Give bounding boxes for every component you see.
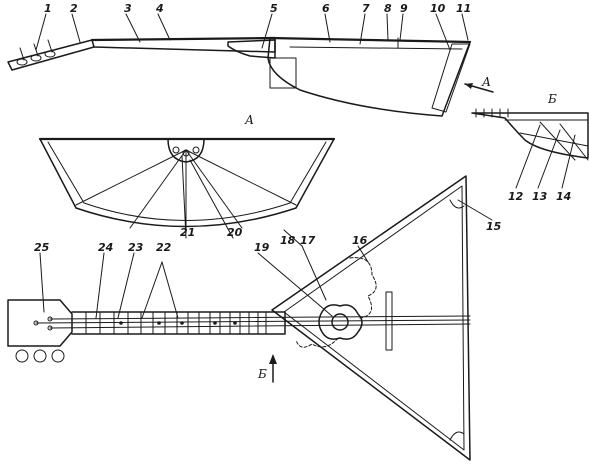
view-a-hole-1 — [172, 146, 180, 154]
front-soundhole — [331, 313, 349, 331]
front-tuning-pegs — [15, 349, 65, 363]
callout-6: 6 — [322, 2, 330, 15]
front-ornament-upper — [349, 257, 377, 319]
front-rosette — [318, 304, 363, 340]
callout-9: 9 — [400, 2, 408, 15]
callout-8: 8 — [384, 2, 392, 15]
callout-17: 17 — [300, 234, 316, 247]
callout-15: 15 — [486, 220, 502, 233]
leader-lines — [35, 13, 576, 319]
front-headstock — [7, 299, 73, 347]
callout-14: 14 — [556, 190, 571, 203]
view-b-arrow-label: Б — [257, 367, 267, 381]
callout-numbers: 1 2 3 4 5 6 7 8 9 10 11 12 13 14 15 16 1… — [34, 2, 571, 254]
front-frets — [85, 311, 267, 335]
callout-13: 13 — [532, 190, 548, 203]
callout-3: 3 — [124, 2, 132, 15]
side-bracing-line — [289, 46, 463, 50]
side-headstock — [7, 39, 95, 71]
callout-2: 2 — [70, 2, 78, 15]
callout-5: 5 — [270, 2, 278, 15]
detail-view-b: Б — [471, 92, 589, 161]
callout-21: 21 — [180, 226, 195, 239]
callout-23: 23 — [128, 241, 144, 254]
view-a-inner-shell — [47, 141, 327, 221]
side-soundboard — [268, 36, 472, 44]
view-a-ribs — [75, 149, 297, 234]
callout-11: 11 — [456, 2, 471, 15]
view-a-arrow-label: А — [481, 75, 491, 89]
callout-24: 24 — [98, 241, 113, 254]
callout-25: 25 — [34, 241, 50, 254]
view-a-section: А — [38, 113, 336, 234]
callout-4: 4 — [155, 2, 164, 15]
front-neck — [71, 311, 286, 335]
side-body — [267, 37, 471, 117]
front-ornament-lower — [295, 337, 339, 348]
side-tuning-pegs — [16, 39, 56, 66]
view-a-hole-2 — [182, 149, 190, 157]
detail-b-title: Б — [547, 92, 557, 106]
side-view: А — [7, 36, 494, 117]
callout-22: 22 — [156, 241, 172, 254]
view-a-hole-3 — [192, 146, 200, 154]
side-fingerboard — [90, 36, 277, 42]
callout-1: 1 — [44, 2, 52, 15]
front-corner-bottom — [449, 431, 465, 441]
front-bridge — [385, 291, 393, 351]
callout-10: 10 — [430, 2, 446, 15]
view-a-title: А — [244, 113, 254, 127]
callout-7: 7 — [362, 2, 370, 15]
callout-19: 19 — [254, 241, 270, 254]
front-fret-dots — [119, 321, 237, 325]
side-upper-block — [269, 57, 297, 89]
detail-b-heel — [471, 112, 589, 159]
callout-20: 20 — [227, 226, 243, 239]
front-body-edge — [283, 185, 465, 451]
front-corner-top — [449, 199, 465, 209]
callout-12: 12 — [508, 190, 524, 203]
side-lower-block — [431, 43, 471, 113]
view-a-heel-block — [167, 138, 205, 163]
callout-16: 16 — [352, 234, 368, 247]
side-heel — [227, 39, 276, 59]
front-view: Б — [7, 175, 471, 461]
front-body — [271, 175, 471, 461]
callout-18: 18 — [280, 234, 296, 247]
